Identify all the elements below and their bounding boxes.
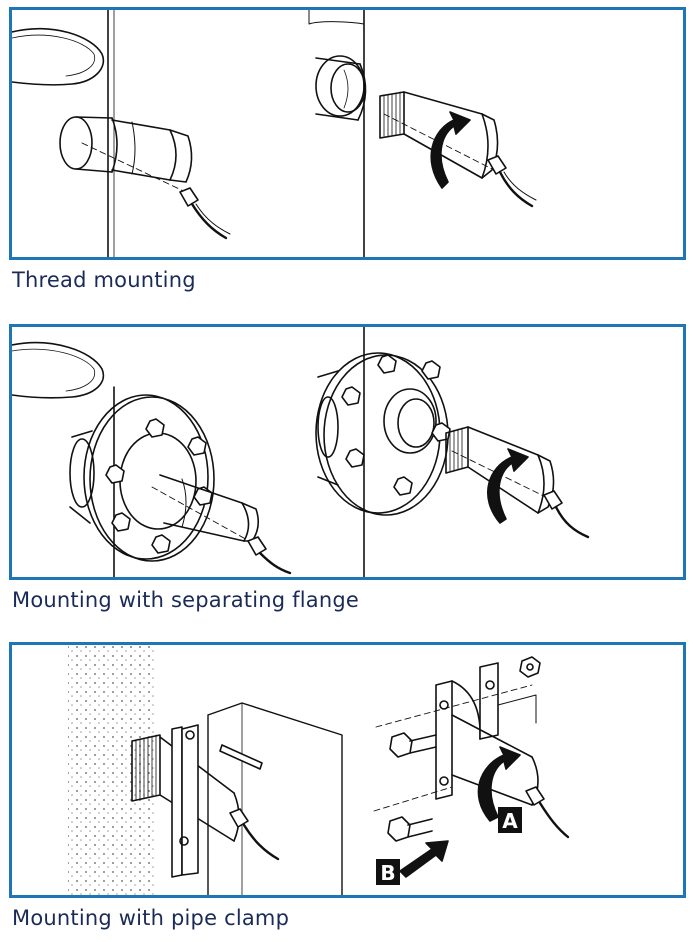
rotation-arrow: [477, 746, 521, 822]
sensor-screwing-right: [379, 91, 537, 208]
flange-left: [69, 394, 215, 562]
sensor-flange-right: [445, 426, 590, 539]
pipe-clamp-illustration: A B: [68, 645, 570, 895]
caption-separating-flange: Mounting with separating flange: [12, 588, 359, 612]
rotation-arrow: [487, 448, 529, 524]
insertion-arrow: [399, 840, 449, 878]
rotation-arrow: [430, 111, 471, 189]
panel-thread-mounting: [9, 7, 686, 260]
thread-mounting-illustration: [12, 10, 537, 257]
sensor-flange-left: [151, 474, 292, 575]
marker-a: A: [498, 807, 522, 833]
caption-pipe-clamp: Mounting with pipe clamp: [12, 906, 290, 930]
threaded-socket: [315, 55, 367, 121]
separating-flange-illustration: [12, 327, 590, 577]
sensor-mounted-left: [59, 116, 231, 240]
pipe-clamp-exploded: [373, 656, 570, 842]
marker-b: B: [376, 859, 400, 885]
panel-pipe-clamp: A B: [9, 642, 686, 898]
sensor-clamped-left: [131, 724, 280, 878]
marker-b-label: B: [380, 861, 395, 885]
bulk-material-surface: [68, 645, 154, 895]
marker-a-label: A: [502, 809, 518, 833]
flange-right: [315, 352, 451, 516]
panel-separating-flange: [9, 324, 686, 580]
tank-rim: [12, 27, 105, 86]
caption-thread-mounting: Thread mounting: [12, 268, 196, 292]
